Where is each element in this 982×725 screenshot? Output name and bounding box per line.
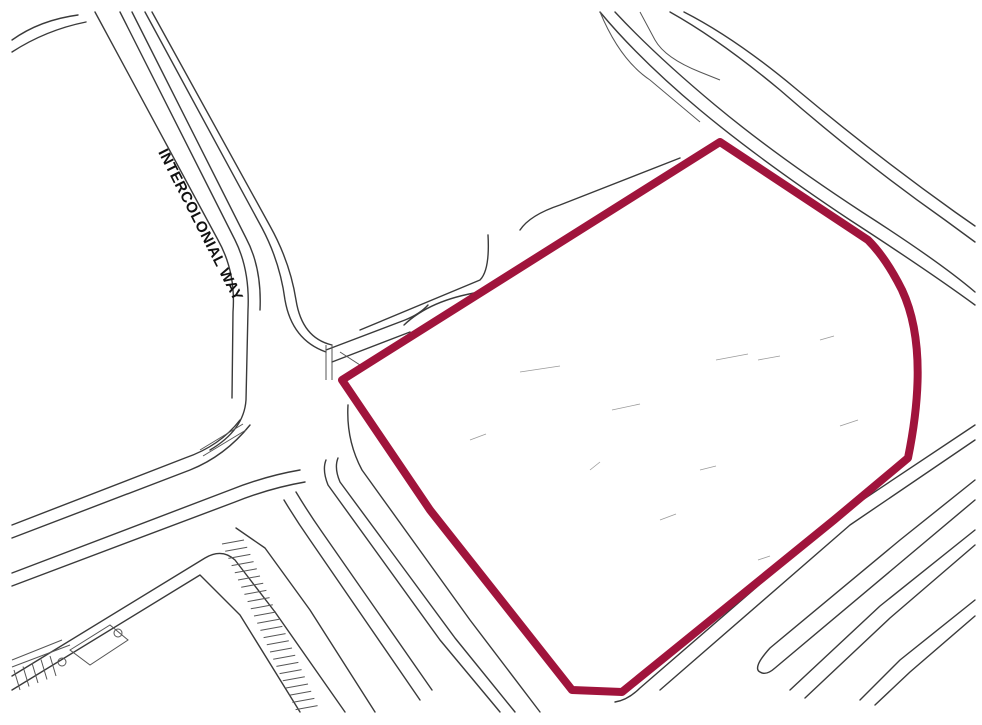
parking-stalls [221, 539, 318, 711]
west-road [11, 419, 306, 587]
parking-stall-line [247, 597, 270, 603]
parking-stall-line [266, 640, 289, 646]
parking-stall-line [22, 666, 30, 687]
parking-stall-line [285, 683, 309, 689]
parking-stall-line [241, 582, 264, 588]
parking-stall-line [273, 654, 296, 660]
parking-stall-line [279, 669, 302, 675]
parking-stall-line [292, 697, 315, 703]
parking-stall-line [31, 662, 39, 684]
parking-stall-line [221, 539, 245, 545]
parking-stall-line [225, 546, 248, 552]
intercolonial-way-road [94, 11, 333, 451]
parking-stall-line [289, 690, 312, 696]
parking-stall-line [253, 611, 277, 617]
northeast-road [599, 11, 976, 306]
parking-stall-line [231, 561, 254, 567]
parking-stalls-west [13, 655, 57, 691]
parking-stall-line [263, 633, 286, 639]
parking-stall-line [13, 669, 21, 691]
southwest-road [283, 404, 541, 713]
upper-left-road [11, 14, 87, 53]
parking-stall-line [257, 618, 280, 624]
parking-stall-line [269, 647, 293, 653]
parking-stall-line [260, 625, 283, 631]
parking-stall-line [234, 568, 257, 574]
parking-stall-line [49, 655, 57, 677]
parking-lot [11, 527, 376, 713]
parking-stall-line [250, 604, 273, 610]
parking-stall-line [295, 705, 318, 711]
parking-stall-line [40, 659, 48, 680]
upper-access-road [325, 157, 681, 380]
parking-stall-line [228, 553, 251, 559]
parking-stall-line [276, 661, 299, 667]
parking-stall-line [237, 575, 261, 581]
parcel-texture-marks [469, 335, 859, 561]
parking-stall-line [282, 676, 305, 682]
parking-stall-line [244, 589, 267, 595]
site-parcel-boundary [338, 138, 922, 696]
southeast-roads [614, 424, 976, 706]
